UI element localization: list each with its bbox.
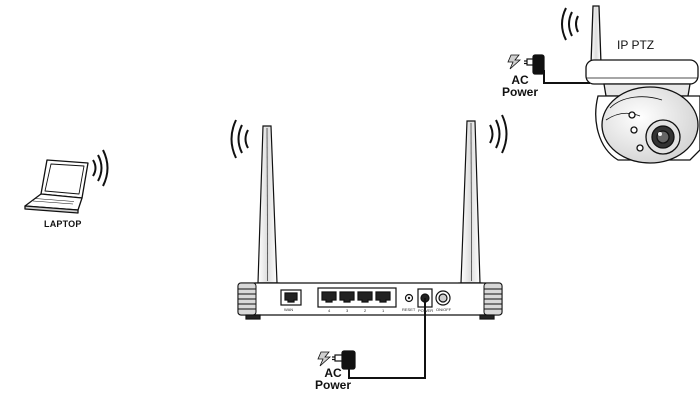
- lightning-icon: [317, 351, 332, 367]
- lan-port-1: [375, 291, 391, 303]
- reset-label: RESET: [402, 307, 416, 312]
- on-off-button: [435, 290, 451, 306]
- router-icon: [237, 120, 503, 320]
- antenna-icon: [590, 5, 602, 65]
- ac-power-label-router: AC Power: [310, 367, 356, 391]
- lan2-port-label: 2: [364, 308, 367, 313]
- lan-port-3: [339, 291, 355, 303]
- wifi-waves-icon: [230, 119, 249, 159]
- power-cable-icon: [356, 298, 426, 379]
- ip-ptz-label: IP PTZ: [617, 38, 655, 52]
- lan4-port-label: 4: [328, 308, 331, 313]
- laptop-icon: [24, 159, 89, 214]
- ptz-camera-icon: [585, 5, 700, 164]
- wifi-waves-icon: [489, 114, 508, 154]
- power-cable-icon: [543, 70, 590, 84]
- lan3-port-label: 3: [346, 308, 349, 313]
- power-adapter-icon: [332, 350, 356, 379]
- lan-ports: [317, 287, 397, 308]
- lan1-port-label: 1: [382, 308, 385, 313]
- ac-power-label-camera: AC Power: [498, 74, 542, 98]
- router-vent-left: [237, 282, 257, 316]
- power-adapter-icon: [524, 54, 545, 75]
- lan-port-2: [357, 291, 373, 303]
- ac-power-line1: AC: [511, 73, 529, 87]
- power-jack-label: POWER: [418, 308, 434, 313]
- lan-port-4: [321, 291, 337, 303]
- wan-port: [280, 289, 302, 306]
- wan-port-label: WAN: [284, 307, 294, 312]
- ac-power-line1: AC: [324, 366, 342, 380]
- wifi-waves-icon: [92, 149, 109, 187]
- ac-power-line2: Power: [314, 378, 351, 392]
- laptop-label: LAPTOP: [44, 219, 82, 229]
- wifi-waves-icon: [561, 7, 579, 41]
- lightning-icon: [507, 54, 522, 70]
- on-off-label: ON/OFF: [436, 307, 452, 312]
- router-vent-right: [483, 282, 503, 316]
- ac-power-line2: Power: [501, 85, 538, 99]
